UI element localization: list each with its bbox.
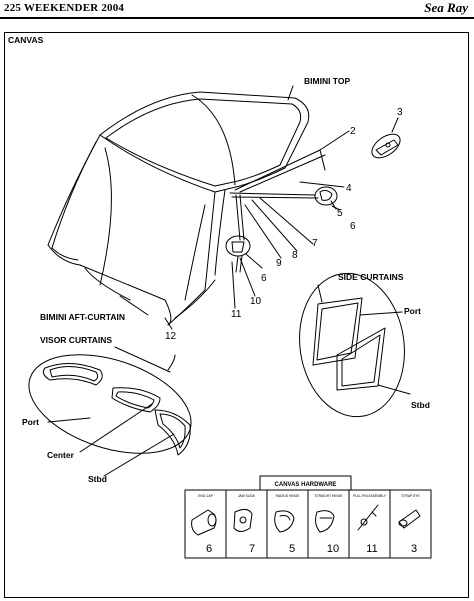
page-title: 225 WEEKENDER 2004 — [4, 2, 125, 14]
header-rule — [0, 17, 474, 19]
hardware-number-end-cap: 6 — [206, 543, 212, 555]
hardware-name-end-cap: END CAP — [198, 494, 213, 498]
label-side-port: Port — [404, 306, 421, 316]
section-title: CANVAS — [8, 35, 44, 45]
strap-eye-drawing — [371, 133, 401, 159]
brand-logo: Sea Ray — [424, 0, 468, 15]
diagram-frame — [4, 32, 469, 598]
hardware-name-straight-hinge: STRAIGHT HINGE — [315, 494, 344, 498]
callout-3: 3 — [397, 107, 403, 118]
hardware-number-radius-hinge: 5 — [289, 543, 295, 555]
callout-5: 5 — [337, 208, 343, 219]
callout-7: 7 — [312, 238, 318, 249]
label-bimini-top: BIMINI TOP — [304, 76, 350, 86]
hardware-name-strap-eye: STRAP EYE — [401, 494, 420, 498]
hardware-table — [184, 475, 432, 559]
jaw-slide-icon — [233, 508, 253, 532]
straight-hinge-icon — [315, 510, 335, 533]
visor-curtains-drawing — [28, 346, 192, 477]
hardware-name-jaw-slide: JAW SLIDE — [238, 494, 256, 498]
callout-2: 2 — [350, 126, 356, 137]
hardware-name-radius-hinge: RADIUS HINGE — [276, 494, 301, 498]
diagram-labels: BIMINI TOP BIMINI AFT-CURTAIN VISOR CURT… — [22, 76, 430, 484]
callout-numbers: 3 2 4 5 6 7 8 9 6 10 11 12 — [165, 107, 403, 342]
callout-10: 10 — [250, 296, 262, 307]
label-visor-stbd: Stbd — [88, 474, 107, 484]
hardware-number-strap-eye: 3 — [411, 543, 417, 555]
label-bimini-aft-curtain: BIMINI AFT-CURTAIN — [40, 312, 125, 322]
bimini-frame-drawing — [229, 149, 326, 241]
radius-hinge-icon — [274, 510, 295, 533]
hardware-name-pull-pin: PULL PIN ASSEMBLY — [353, 494, 387, 498]
label-side-stbd: Stbd — [411, 400, 430, 410]
bimini-top-drawing — [47, 91, 310, 326]
pull-pin-drawing — [225, 235, 251, 273]
pull-pin-icon — [357, 504, 379, 531]
callout-9: 9 — [276, 258, 282, 269]
side-curtains-drawing — [299, 272, 411, 418]
label-visor-port: Port — [22, 417, 39, 427]
callout-8: 8 — [292, 250, 298, 261]
leader-lines — [119, 85, 399, 330]
hardware-number-straight-hinge: 10 — [327, 543, 339, 555]
callout-6-upper: 6 — [350, 221, 356, 232]
callout-12: 12 — [165, 331, 177, 342]
hardware-table-text: CANVAS HARDWARE END CAP JAW SLIDE RADIUS… — [198, 482, 420, 555]
strap-eye-icon — [398, 509, 421, 529]
callout-11: 11 — [231, 309, 242, 320]
callout-6-lower: 6 — [261, 273, 267, 284]
label-visor-curtains: VISOR CURTAINS — [40, 335, 112, 345]
hardware-number-jaw-slide: 7 — [249, 543, 255, 555]
hardware-number-pull-pin: 11 — [366, 543, 377, 555]
hardware-title: CANVAS HARDWARE — [275, 482, 337, 488]
radius-hinge-drawing — [314, 186, 338, 206]
label-visor-center: Center — [47, 450, 75, 460]
callout-4: 4 — [346, 183, 352, 194]
end-cap-icon — [191, 509, 217, 536]
label-side-curtains: SIDE CURTAINS — [338, 272, 404, 282]
